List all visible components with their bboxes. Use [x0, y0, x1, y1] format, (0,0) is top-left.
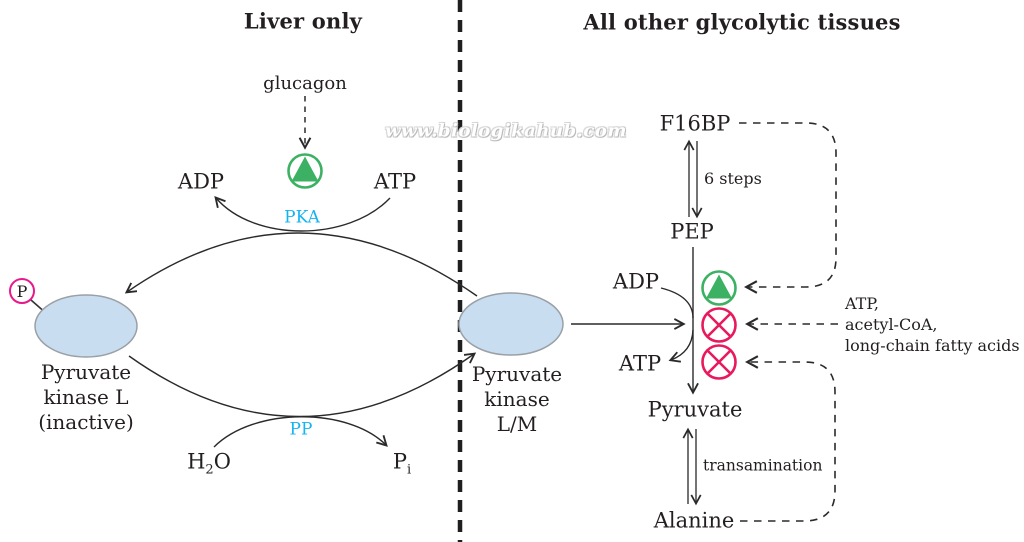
- liver-title: Liver only: [243, 8, 363, 34]
- enzyme-inactive-ellipse: [34, 294, 138, 358]
- pep-label: PEP: [670, 219, 714, 244]
- phosphate-badge: P: [9, 278, 35, 304]
- inhibitor-icon-1: [701, 307, 737, 343]
- f16bp-label: F16BP: [659, 111, 731, 136]
- phosphate-letter: P: [16, 281, 28, 301]
- glucagon-label: glucagon: [263, 73, 347, 94]
- h2o-label: H2O: [187, 449, 231, 478]
- adp-label-glycolytic: ADP: [612, 269, 660, 294]
- activator-icon: [287, 153, 323, 189]
- pyruvate-label: Pyruvate: [647, 397, 743, 422]
- pp-reaction-curve: [213, 416, 388, 448]
- six-steps-label: 6 steps: [704, 169, 762, 188]
- enzyme-active-ellipse: [458, 292, 564, 356]
- glycolytic-title: All other glycolytic tissues: [583, 9, 901, 35]
- adp-curve: [660, 287, 694, 319]
- inhibitor-icon-2: [701, 344, 737, 380]
- alanine-inhibition-dashed-arrow: [740, 355, 836, 522]
- atp-label-liver: ATP: [373, 169, 417, 194]
- watermark: www.biologikahub.com: [385, 120, 627, 142]
- alanine-label: Alanine: [653, 508, 735, 533]
- f16bp-activation-dashed-arrow: [739, 122, 837, 294]
- phosphorylation-arc: [124, 232, 478, 297]
- pi-label: Pi: [392, 449, 412, 478]
- atp-label-glycolytic: ATP: [618, 351, 662, 376]
- pka-label: PKA: [284, 207, 320, 228]
- atp-curve: [668, 329, 694, 363]
- activator-icon-f16bp: [701, 270, 737, 306]
- transamination-double-arrow: [682, 427, 702, 506]
- adp-label-liver: ADP: [177, 169, 225, 194]
- enzyme-inactive-label: Pyruvate kinase L (inactive): [38, 360, 134, 434]
- glycolysis-double-arrow: [683, 139, 703, 219]
- pka-reaction-curve: [214, 196, 391, 232]
- transamination-label: transamination: [703, 456, 823, 475]
- enzyme-active-label: Pyruvate kinase L/M: [471, 362, 563, 436]
- inhibitor-list: ATP, acetyl-CoA, long-chain fatty acids: [845, 294, 1020, 355]
- dephosphorylation-arc: [128, 352, 477, 418]
- pp-label: PP: [289, 419, 313, 440]
